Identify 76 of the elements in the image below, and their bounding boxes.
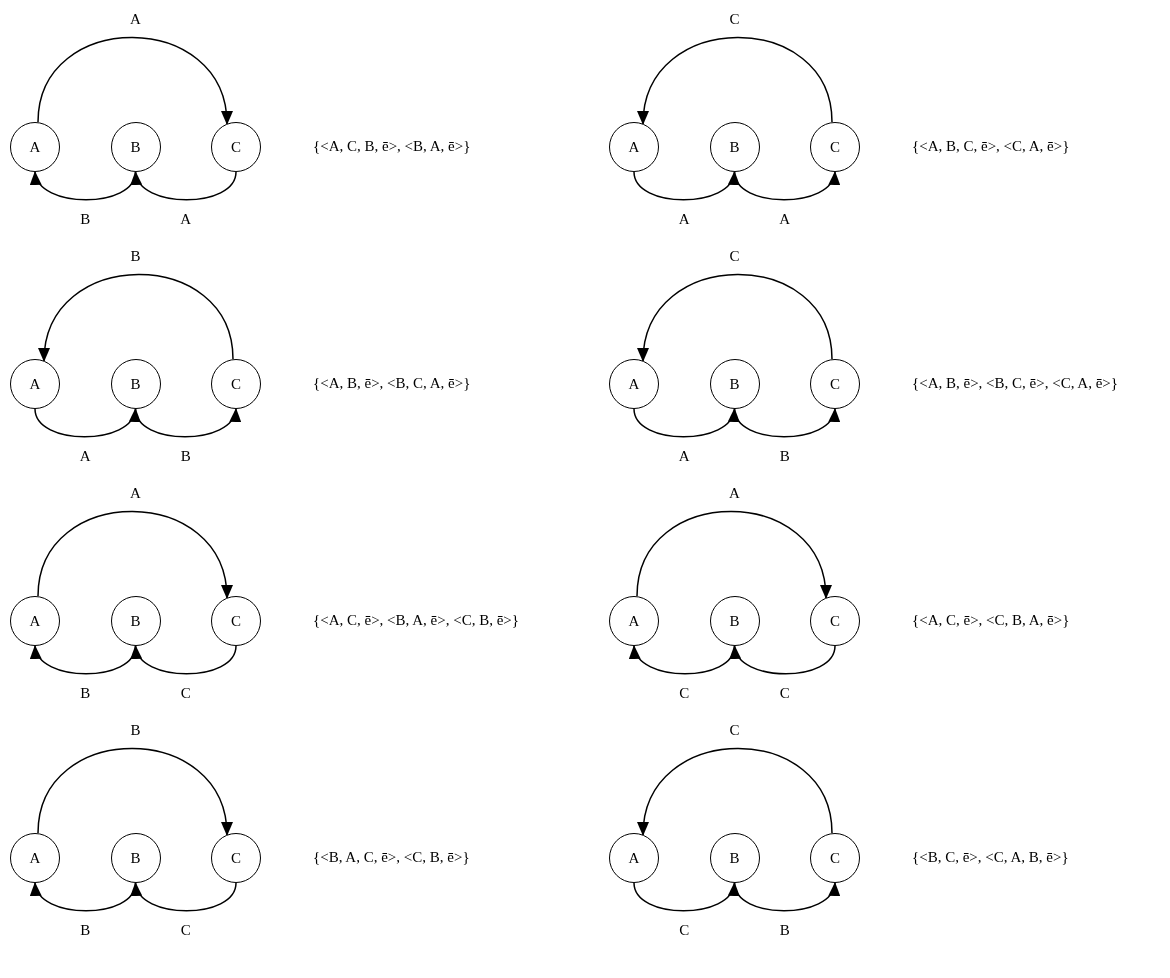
state-circle [110,833,161,883]
set-notation: {<B, C, ē>, <C, A, B, ē>} [912,848,1070,867]
state-label: C [830,613,840,629]
arrow [133,882,237,912]
state-circle [10,359,60,409]
state-circle [609,596,659,646]
arrow [37,747,232,836]
state-label: A [628,613,640,629]
arrow [37,510,232,599]
state-label: A [628,139,640,155]
state-label: B [729,613,740,629]
state-circle [709,833,760,883]
state-label: C [830,850,840,866]
arrow [733,171,838,201]
state-label: C [231,850,241,866]
state-circle [810,596,860,646]
state-label: B [130,850,141,866]
state-circle [810,833,860,883]
set-notation: {<A, B, C, ē>, <C, A, ē>} [912,137,1071,156]
state-label: A [628,850,640,866]
state-circle [211,833,261,883]
state-circle [10,596,60,646]
set-notation: {<A, C, ē>, <C, B, A, ē>} [912,611,1071,630]
arrow [733,408,838,438]
state-circle [110,596,161,646]
state-circle [709,359,760,409]
state-label: C [231,376,241,392]
arrow [638,273,833,362]
state-label: B [130,613,141,629]
arrow [733,882,838,912]
arrow [34,408,138,438]
arrow [633,408,737,438]
state-label: C [830,139,840,155]
arrow [37,36,232,125]
arrow [638,747,833,836]
arrow [133,171,237,201]
state-label: B [729,376,740,392]
arrow [633,171,737,201]
arrow [638,36,833,125]
state-circle [810,359,860,409]
arrow [732,645,836,675]
set-notation: {<A, C, B, ē>, <B, A, ē>} [313,137,472,156]
arrow [39,273,234,362]
state-label: A [29,850,41,866]
state-circle [110,122,161,172]
arrow [133,645,237,675]
arrow [636,510,831,599]
state-circle [609,833,659,883]
set-notation: {<B, A, C, ē>, <C, B, ē>} [313,848,471,867]
state-circle [709,596,760,646]
state-circle [211,122,261,172]
state-circle [810,122,860,172]
state-circle [211,596,261,646]
state-circle [211,359,261,409]
set-notation: {<A, B, ē>, <B, C, A, ē>} [313,374,472,393]
state-label: C [231,139,241,155]
state-label: B [729,139,740,155]
state-label: A [628,376,640,392]
state-label: C [830,376,840,392]
state-circle [110,359,161,409]
state-label: A [29,613,41,629]
arrow [134,408,239,438]
state-circle [709,122,760,172]
state-circle [609,359,659,409]
state-label: A [29,139,41,155]
set-notation: {<A, C, ē>, <B, A, ē>, <C, B, ē>} [313,611,520,630]
state-circle [10,833,60,883]
arrow [633,882,737,912]
state-label: B [729,850,740,866]
state-circle [10,122,60,172]
state-label: C [231,613,241,629]
set-notation: {<A, B, ē>, <B, C, ē>, <C, A, ē>} [912,374,1119,393]
state-label: A [29,376,41,392]
state-label: B [130,376,141,392]
state-circle [609,122,659,172]
state-label: B [130,139,141,155]
